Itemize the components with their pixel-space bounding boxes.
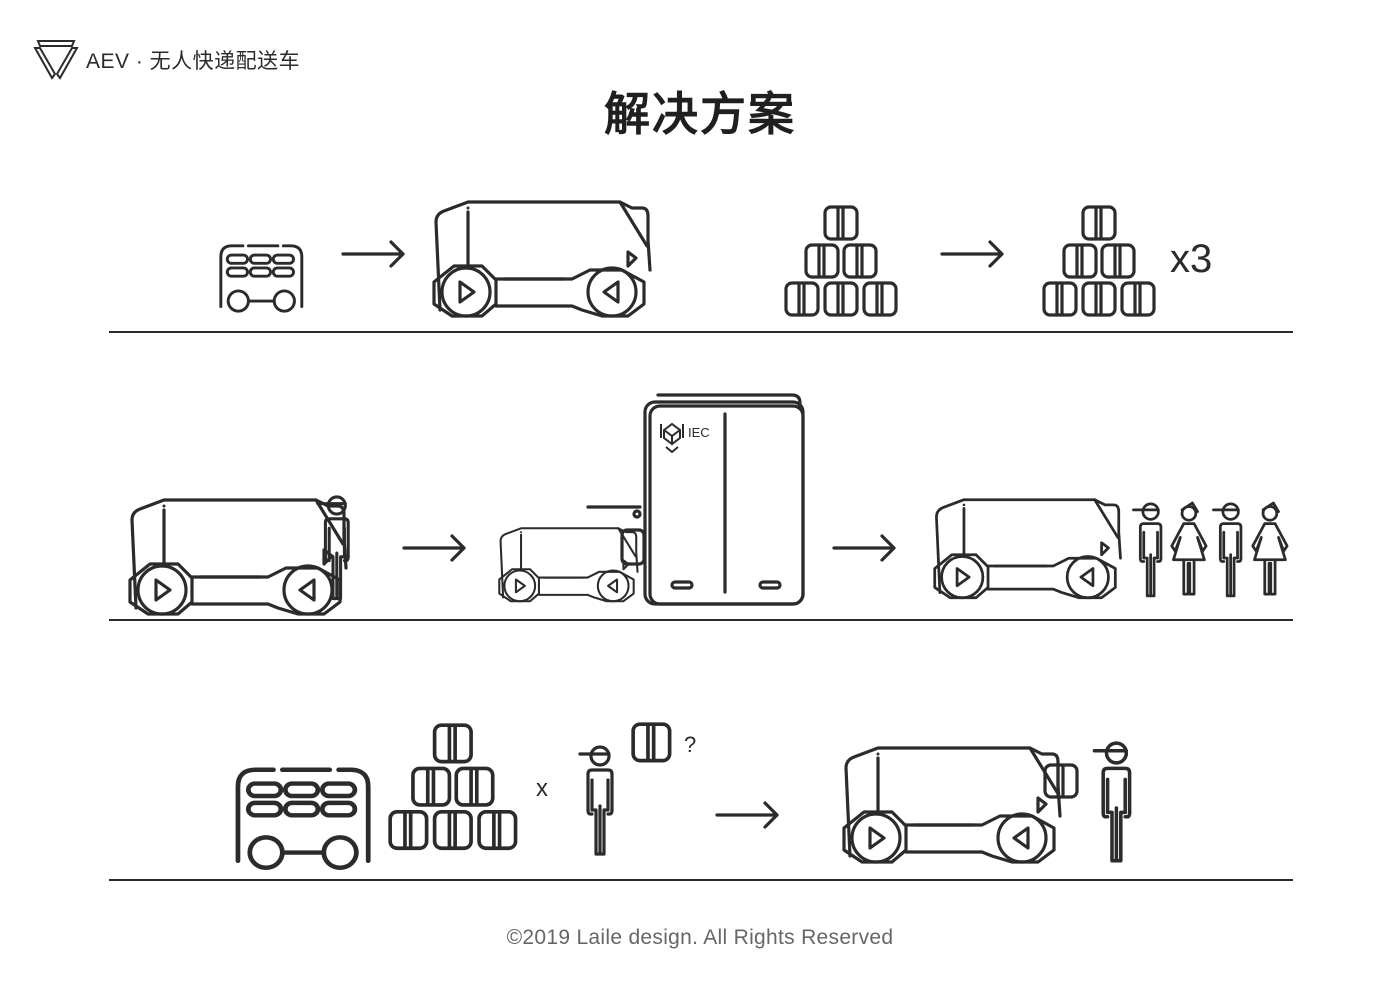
copyright-footer: ©2019 Laile design. All Rights Reserved [506, 926, 894, 949]
brand-header: AEV · 无人快递配送车 [32, 38, 300, 82]
multiplier-label: x3 [1170, 237, 1212, 281]
row-capacity: x3 [219, 200, 1212, 318]
package-pyramid-icon [390, 725, 515, 848]
row-divider [109, 619, 1293, 621]
question-mark: ? [684, 732, 696, 757]
arrow-right-icon [940, 240, 1004, 268]
bus-icon [219, 244, 304, 313]
arrow-right-icon [402, 534, 466, 562]
courier-icon [1092, 741, 1132, 863]
delivery-vehicle-icon [498, 527, 639, 603]
inverted-triangle-logo-icon [33, 40, 79, 80]
courier-icon [1212, 502, 1243, 598]
package-icon [631, 722, 672, 763]
package-pyramid-icon [786, 207, 896, 315]
delivery-vehicle-icon [432, 200, 652, 318]
delivery-vehicle-icon [842, 746, 1062, 864]
arrow-right-icon [832, 534, 896, 562]
locker-brand-label: IEC [688, 425, 710, 440]
delivery-vehicle-icon [933, 498, 1122, 600]
brand-text: AEV · 无人快递配送车 [86, 50, 301, 73]
row-divider [109, 879, 1293, 881]
parcel-locker-icon: IEC [586, 393, 805, 606]
delivery-vehicle-icon [128, 498, 348, 616]
bus-icon [238, 770, 368, 868]
row-locker-docking: IEC [128, 393, 1289, 616]
courier-icon [578, 745, 614, 856]
woman-icon [1170, 501, 1208, 596]
package-pyramid-icon [1044, 207, 1154, 315]
arrow-right-icon [715, 801, 779, 829]
page-title: 解决方案 [604, 87, 796, 141]
row-last-mile: x ? [238, 722, 1132, 868]
woman-icon [1251, 501, 1289, 596]
arrow-right-icon [341, 240, 405, 268]
times-sign: x [536, 775, 548, 802]
row-divider [109, 331, 1293, 333]
courier-icon [1132, 502, 1163, 598]
